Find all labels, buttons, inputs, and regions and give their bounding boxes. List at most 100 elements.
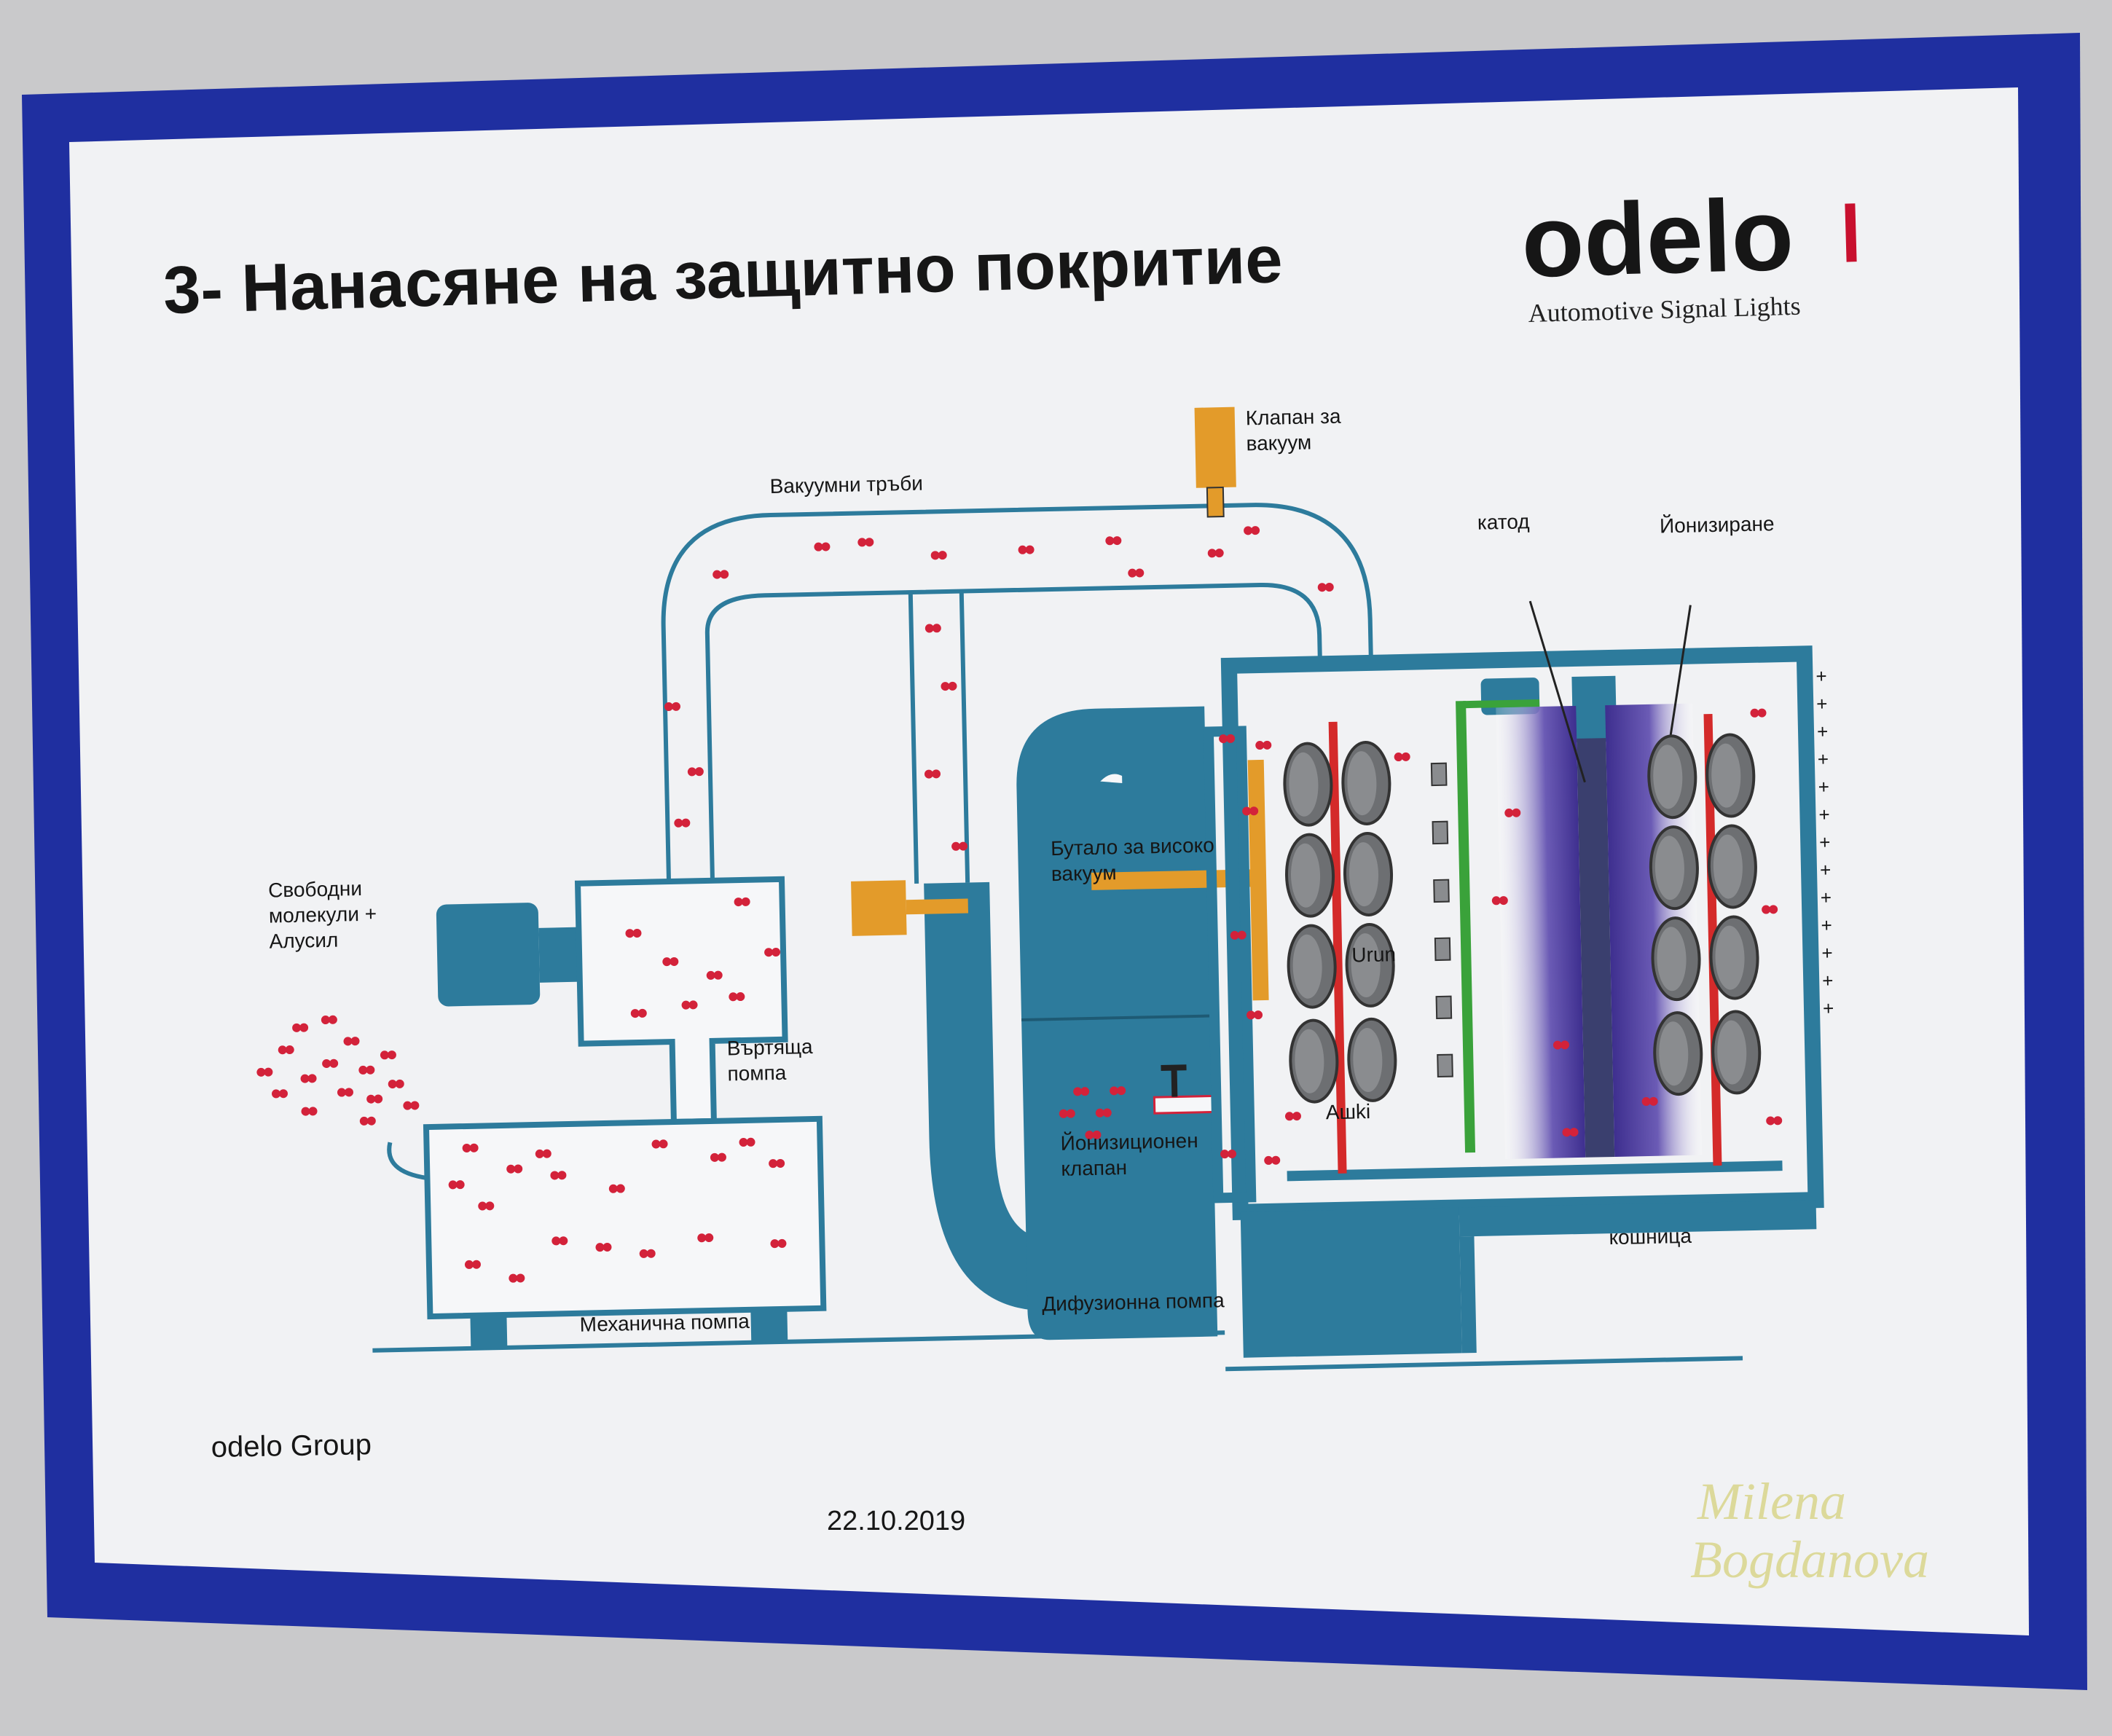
vacuum-pipe-outer	[661, 503, 1374, 882]
molecule-dot-pair	[366, 1094, 383, 1104]
molecule-dot-pair	[739, 1137, 755, 1147]
molecule-dot-pair	[1394, 752, 1410, 762]
ionization-valve	[1153, 1094, 1218, 1115]
molecule-dot-pair	[625, 929, 642, 938]
plus-sign: +	[1820, 859, 1832, 881]
molecule-dot-pair	[1244, 526, 1260, 535]
molecule-dot-pair	[1641, 1096, 1658, 1107]
molecule-dot-pair	[1264, 1155, 1281, 1165]
plus-sign: +	[1818, 804, 1830, 825]
molecule-dot-pair	[630, 1008, 647, 1018]
molecule-dot-pair	[1562, 1128, 1579, 1137]
vacuum-valve	[1194, 406, 1236, 488]
label-ionization: Йонизиране	[1660, 512, 1775, 537]
molecule-dot-pair	[1110, 1086, 1126, 1096]
diffusion-pump-body	[1016, 706, 1218, 1340]
charge-plus-signs: + + + + + + + + + + + + +	[1815, 665, 1834, 1019]
molecule-dot-pair	[1230, 930, 1247, 940]
molecule-dot-pair	[651, 1139, 668, 1149]
ionizer-mount	[1571, 675, 1617, 743]
molecule-dot-pair	[706, 970, 723, 980]
label-piston-1: Бутало за високо	[1051, 833, 1214, 860]
odelo-logo-accent	[1845, 203, 1857, 262]
molecule-dot-pair	[1095, 1108, 1112, 1118]
molecule-dot-pair	[1491, 896, 1508, 906]
vacuum-valve-stem	[1206, 487, 1225, 518]
label-free-molecules-1: Свободни	[268, 877, 362, 902]
molecule-dot-pair	[1085, 1130, 1102, 1140]
molecule-dot-pair	[509, 1273, 525, 1283]
molecule-dot-pair	[1059, 1109, 1075, 1118]
cathode-pointer	[1528, 600, 1586, 783]
label-ion-valve-2: клапан	[1061, 1156, 1127, 1180]
chamber-piston-plate	[1247, 759, 1269, 1001]
molecule-dot-pair	[814, 542, 831, 551]
molecule-dot-pair	[729, 992, 745, 1002]
label-free-molecules-3: Алусил	[269, 929, 338, 953]
rail-red-left	[1328, 721, 1347, 1174]
molecule-dot-pair	[710, 1152, 726, 1162]
plus-sign: +	[1823, 997, 1834, 1019]
molecule-dot-pair	[769, 1158, 785, 1169]
rail-green	[1456, 701, 1476, 1153]
plus-sign: +	[1821, 914, 1832, 936]
label-rotary-pump-1: Въртяща	[726, 1035, 813, 1059]
molecule-dot-pair	[1073, 1087, 1090, 1096]
mechanical-pump-foot-left	[470, 1314, 508, 1348]
molecule-dot-pair	[358, 1065, 375, 1075]
molecule-dot-pair	[925, 624, 941, 633]
molecule-dot-pair	[1220, 1149, 1237, 1159]
label-diffusion-pump: Дифузионна помпа	[1042, 1289, 1225, 1315]
diffusion-pump-slot	[1100, 774, 1123, 784]
ionization-valve-handle	[1161, 1064, 1187, 1097]
watermark-line-2: Bogdanova	[1690, 1531, 1929, 1589]
molecule-dot-pair	[464, 1260, 481, 1269]
plus-sign: +	[1818, 776, 1829, 798]
mechanical-pump-body	[423, 1115, 827, 1320]
molecule-dot-pair	[1284, 1112, 1301, 1121]
molecule-dot-pair	[595, 1242, 612, 1252]
molecule-dot-pair	[278, 1045, 294, 1055]
molecule-dot-pair	[764, 948, 781, 957]
molecule-dot-pair	[639, 1249, 656, 1258]
label-basket: кошница	[1609, 1225, 1692, 1249]
molecule-dot-pair	[712, 570, 729, 579]
molecule-dot-pair	[448, 1180, 465, 1190]
molecule-dot-pair	[462, 1143, 479, 1152]
molecule-dot-pair	[506, 1164, 523, 1174]
molecule-dot-pair	[941, 681, 957, 691]
cathode-core	[1577, 738, 1615, 1158]
label-rotary-pump-2: помпа	[727, 1061, 787, 1085]
molecule-dot-pair	[343, 1037, 360, 1046]
molecule-dot-pair	[930, 551, 947, 560]
molecule-dot-pair	[300, 1074, 317, 1083]
molecule-dot-pair	[925, 769, 941, 779]
molecule-dot-pair	[857, 538, 874, 547]
molecule-dot-pair	[301, 1107, 318, 1116]
plus-sign: +	[1821, 887, 1832, 908]
plus-sign: +	[1819, 831, 1831, 853]
label-vacuum-valve-1: Клапан за	[1246, 405, 1342, 430]
diffusion-pump-divider	[1021, 1014, 1212, 1021]
molecule-dot-pair	[322, 1059, 339, 1068]
molecule-dot-pair	[770, 1238, 787, 1249]
high-vacuum-piston-valve	[851, 880, 907, 936]
molecule-dot-pair	[1242, 806, 1259, 816]
vacuum-pipe-inner	[704, 582, 1323, 881]
footer-date: 22.10.2019	[827, 1506, 965, 1536]
molecule-dot-pair	[535, 1149, 551, 1158]
plus-sign: +	[1821, 942, 1833, 964]
label-mechanical-pump: Механична помпа	[579, 1310, 750, 1336]
molecule-dot-pair	[1018, 545, 1035, 554]
chamber-inner-duct	[1203, 726, 1257, 1203]
molecule-dot-pair	[1105, 536, 1122, 546]
molecule-dot-pair	[664, 702, 680, 712]
diffusion-pump-pipe	[924, 881, 1050, 1311]
plus-sign: +	[1818, 748, 1829, 770]
molecule-dot-pair	[256, 1067, 273, 1077]
molecule-dot-pair	[1247, 1010, 1263, 1020]
molecule-dot-pair	[550, 1171, 567, 1180]
floor-line-right	[1225, 1356, 1743, 1372]
mechanical-pump-nozzle	[387, 1142, 428, 1181]
molecule-dot-pair	[359, 1116, 376, 1126]
